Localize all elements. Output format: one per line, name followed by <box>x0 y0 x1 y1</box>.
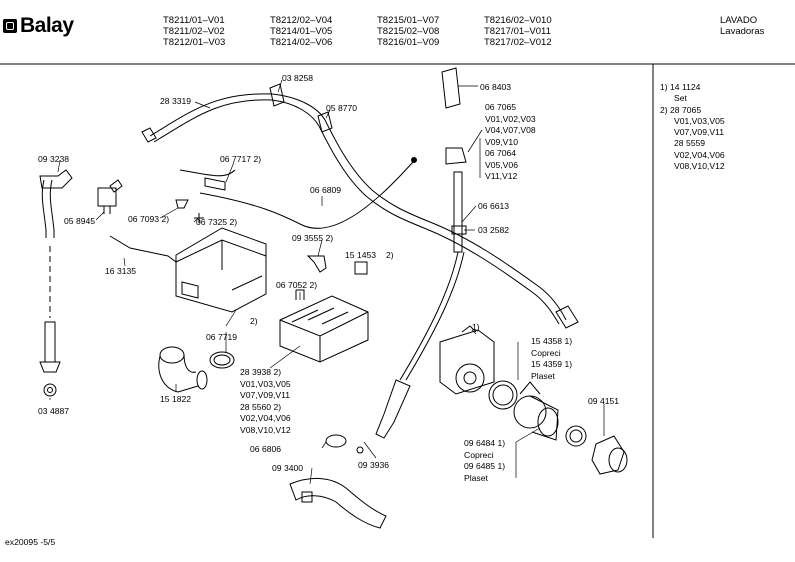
part-label: 15 4359 1) <box>531 359 573 369</box>
inlet-hose-drawing <box>141 83 579 329</box>
part-variant: V07,V09,V11 <box>240 390 291 400</box>
part-label: 28 5560 2) <box>240 401 282 412</box>
part-label: 06 6613 <box>478 201 510 211</box>
footnote-line: 2) 28 7065 <box>660 104 702 115</box>
part-label: 09 6484 1) <box>464 438 506 448</box>
document-code: ex20095 -5/5 <box>5 537 56 547</box>
part-variant: V05,V06 <box>485 159 518 170</box>
part-note-marker: 2) <box>386 250 394 260</box>
hose-09-3238-drawing <box>39 169 73 397</box>
part-label: 05 8945 <box>64 216 96 226</box>
model-column-2: T8212/02–V04 T8214/01–V05 T8214/02–V06 <box>270 15 332 48</box>
part-label: 06 8403 <box>480 82 512 92</box>
footnote-line: V01,V03,V05 <box>674 115 725 126</box>
model-code: T8217/01–V011 <box>484 26 551 37</box>
model-code: T8212/01–V03 <box>163 37 226 48</box>
part-label-group-15-4358: 15 4358 1) Copreci 15 4359 1) Plaset <box>531 336 572 382</box>
door-switch-wiring-drawing <box>356 67 467 454</box>
part-label: 06 7717 2) <box>220 154 262 164</box>
part-label-group-09-6484: 09 6484 1) Copreci 09 6485 1) Plaset <box>464 438 505 484</box>
part-label: 06 7719 <box>206 332 238 342</box>
part-variant: V09,V10 <box>485 136 518 147</box>
small-clips-drawing <box>295 255 368 300</box>
part-label-group-06-7065: 06 7065 V01,V02,V03 V04,V07,V08 V09,V10 … <box>485 102 536 183</box>
part-variant: Plaset <box>464 472 488 483</box>
footnote-line: V07,V09,V11 <box>674 127 725 138</box>
detergent-drawer-housing-drawing <box>109 227 267 313</box>
part-label: 03 4887 <box>38 406 70 416</box>
part-label: 09 4151 <box>588 396 620 406</box>
model-column-4: T8216/02–V010 T8217/01–V011 T8217/02–V01… <box>484 15 552 48</box>
drain-pump-drawing <box>439 325 518 410</box>
part-label: 15 1453 <box>345 250 377 260</box>
category-block: LAVADO Lavadoras <box>720 15 764 37</box>
model-code: T8214/02–V06 <box>270 37 333 48</box>
part-label: 09 3400 <box>272 463 304 473</box>
part-label: 03 2582 <box>478 225 510 235</box>
part-label: 03 8258 <box>282 73 314 83</box>
part-variant: Plaset <box>531 370 555 381</box>
valve-05-8945-drawing <box>97 179 204 223</box>
part-label: 28 3319 <box>160 96 192 106</box>
part-variant: V08,V10,V12 <box>240 424 291 435</box>
filter-drawing <box>565 425 628 475</box>
part-variant: V04,V07,V08 <box>485 125 536 135</box>
part-label: 05 8770 <box>326 103 358 113</box>
wire-06-6809-drawing <box>179 157 417 229</box>
balay-logo-mark-icon <box>3 19 17 33</box>
model-column-1: T8211/01–V01 T8211/02–V02 T8212/01–V03 <box>163 15 225 48</box>
model-code: T8215/01–V07 <box>377 15 440 26</box>
part-label: 06 7093 2) <box>128 214 170 224</box>
model-code: T8217/02–V012 <box>484 37 552 48</box>
part-variant: V01,V02,V03 <box>485 113 536 124</box>
part-label: 06 7064 <box>485 148 517 158</box>
brand-name: Balay <box>20 14 74 37</box>
model-code: T8211/01–V01 <box>163 15 225 26</box>
part-label: 15 1822 <box>160 394 192 404</box>
footnote-line: 28 5559 <box>674 138 706 149</box>
subcategory-label: Lavadoras <box>720 26 765 37</box>
part-note-marker: 2) <box>250 316 258 326</box>
part-label: 06 7325 2) <box>196 217 238 227</box>
model-column-3: T8215/01–V07 T8215/02–V08 T8216/01–V09 <box>377 15 439 48</box>
part-label: 06 7052 2) <box>276 280 318 290</box>
model-code: T8216/02–V010 <box>484 15 552 26</box>
model-code: T8211/02–V02 <box>163 26 225 37</box>
part-label: 28 3938 2) <box>240 367 282 377</box>
part-variant: Copreci <box>531 347 561 358</box>
footnote-line: Set <box>674 93 687 104</box>
detergent-drawer-drawing <box>279 295 369 363</box>
model-code: T8212/02–V04 <box>270 15 333 26</box>
footnotes-block: 1) 14 1124 Set 2) 28 7065 V01,V03,V05 V0… <box>660 82 725 172</box>
part-label: 16 3135 <box>105 266 137 276</box>
sump-hose-drawing <box>289 434 387 529</box>
part-note-marker: 1) <box>472 322 480 332</box>
pump-housing-drawing <box>513 381 559 441</box>
part-label: 09 3238 <box>38 154 70 164</box>
part-label: 09 6485 1) <box>464 461 506 471</box>
part-variant: V02,V04,V06 <box>240 413 291 423</box>
part-variant: Copreci <box>464 449 494 460</box>
part-label: 06 6809 <box>310 185 342 195</box>
category-label: LAVADO <box>720 15 758 26</box>
balay-logo: Balay <box>3 14 74 38</box>
footnote-line: V02,V04,V06 <box>674 149 725 160</box>
part-label: 09 3936 <box>358 460 390 470</box>
model-code: T8214/01–V05 <box>270 26 333 37</box>
part-variant: V11,V12 <box>485 171 518 181</box>
model-code: T8216/01–V09 <box>377 37 440 48</box>
leader-lines <box>49 79 605 485</box>
elbow-15-1822-drawing <box>158 346 235 393</box>
footnote-line: V08,V10,V12 <box>674 161 725 172</box>
part-label: 09 3555 2) <box>292 233 334 243</box>
part-variant: V01,V03,V05 <box>240 378 291 389</box>
footnote-line: 1) 14 1124 <box>660 82 701 92</box>
part-label: 15 4358 1) <box>531 336 573 346</box>
part-label-group-28-3938: 28 3938 2) V01,V03,V05 V07,V09,V11 28 55… <box>240 367 291 436</box>
part-label: 06 7065 <box>485 102 517 112</box>
part-label: 06 6806 <box>250 444 282 454</box>
model-code: T8215/02–V08 <box>377 26 440 37</box>
